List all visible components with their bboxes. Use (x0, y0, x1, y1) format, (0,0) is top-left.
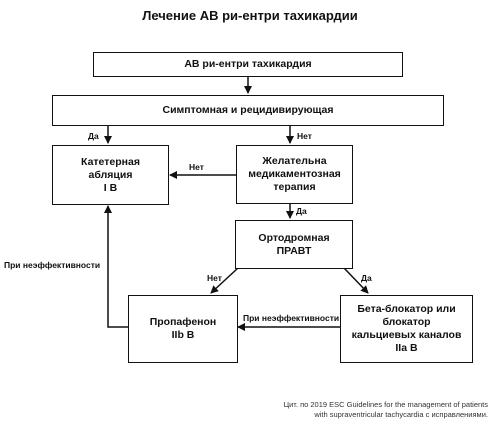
label-no-to-propafenone: Нет (207, 273, 222, 283)
edge-propafenone-ablation (104, 205, 128, 328)
label-ineffective-left: При неэффективности (4, 260, 101, 270)
label-no-right: Нет (297, 131, 312, 141)
label-ineffective-bottom: При неэффективности (243, 313, 340, 323)
diagram-title: Лечение АВ ри-ентри тахикардии (142, 8, 358, 23)
label-no-to-ablation: Нет (189, 162, 204, 172)
node-avrt: АВ ри-ентри тахикардия (93, 52, 403, 77)
label-yes-left: Да (88, 131, 99, 141)
node-beta-blocker: Бета-блокатор или блокатор кальциевых ка… (340, 295, 473, 363)
edge-orthodromic-propafenone (210, 267, 239, 294)
label-yes-to-beta: Да (361, 273, 372, 283)
node-catheter-ablation: Катетерная абляция I B (52, 145, 169, 205)
citation-note: Цит. по 2019 ESC Guidelines for the mana… (283, 400, 488, 419)
label-yes-to-orthodromic: Да (296, 206, 307, 216)
node-orthodromic-avrt: Ортодромная ПРАВТ (235, 220, 353, 269)
node-symptomatic: Симптомная и рецидивирующая (52, 95, 444, 126)
edge-orthodromic-beta (343, 267, 369, 294)
node-propafenone: Пропафенон IIb B (128, 295, 238, 363)
node-drug-therapy: Желательна медикаментозная терапия (236, 145, 353, 204)
